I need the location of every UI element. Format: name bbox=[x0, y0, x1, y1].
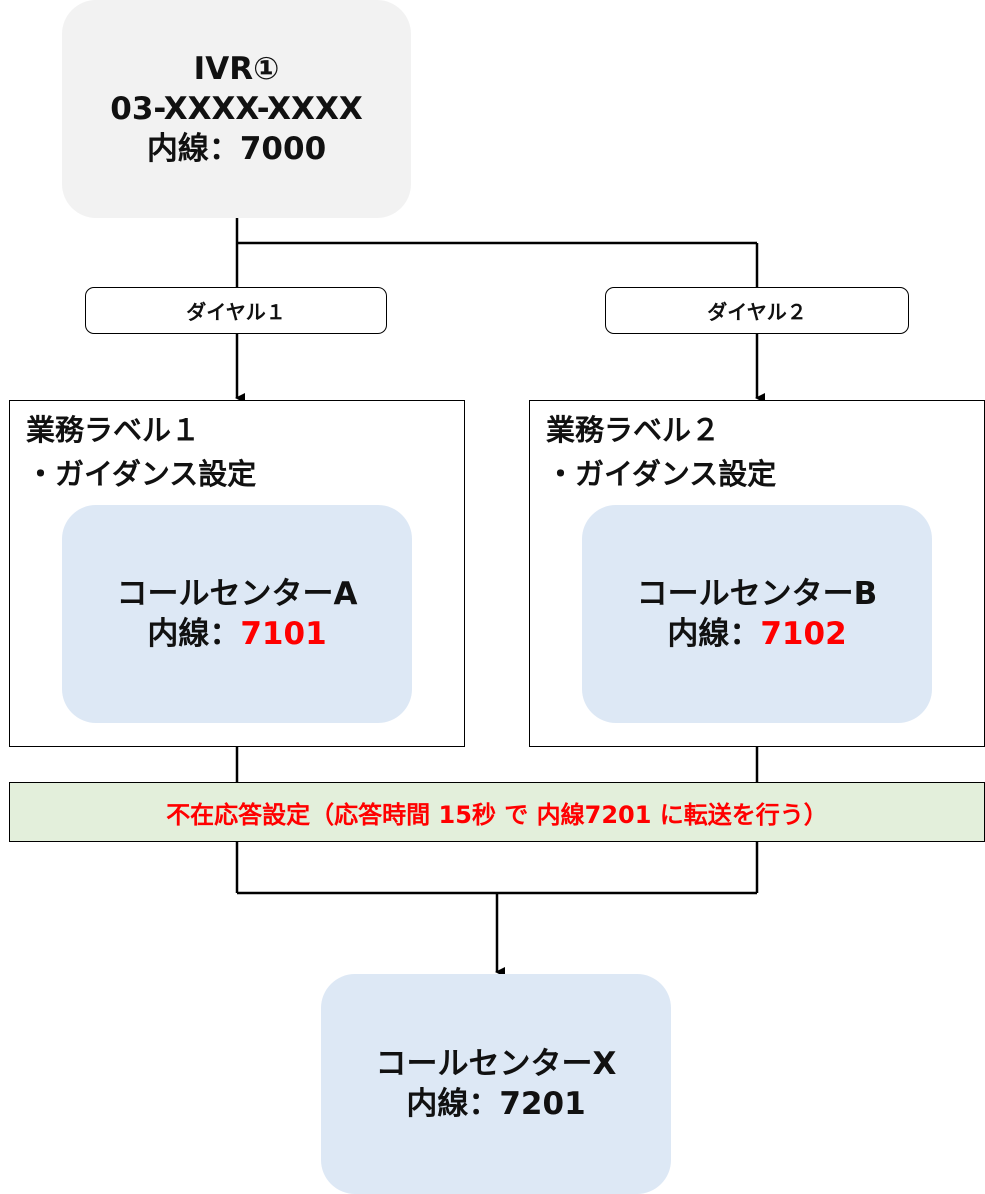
business-label-1-guidance: ・ガイダンス設定 bbox=[26, 457, 257, 491]
business-label-2-title: 業務ラベル２ bbox=[546, 413, 721, 447]
call-center-b-ext-value: 7102 bbox=[760, 616, 847, 652]
dial-1-label: ダイヤル１ bbox=[85, 287, 387, 334]
ivr-phone: 03-XXXX-XXXX bbox=[110, 91, 363, 127]
ivr-ext-value: 7000 bbox=[239, 131, 327, 167]
absence-response-setting: 不在応答設定（応答時間 15秒 で 内線7201 に転送を行う） bbox=[9, 782, 985, 842]
call-center-a-extension: 内線：7101 bbox=[147, 614, 326, 654]
business-label-1-title: 業務ラベル１ bbox=[26, 413, 201, 447]
call-center-b-extension: 内線：7102 bbox=[667, 614, 846, 654]
call-center-x-name: コールセンターX bbox=[375, 1046, 617, 1082]
call-center-a-node: コールセンターA 内線：7101 bbox=[62, 505, 412, 723]
call-center-a-ext-label: 内線： bbox=[147, 616, 241, 652]
ivr-node: IVR① 03-XXXX-XXXX 内線：7000 bbox=[62, 0, 411, 218]
call-center-a-name: コールセンターA bbox=[116, 576, 358, 612]
ivr-extension: 内線：7000 bbox=[147, 129, 326, 169]
call-center-x-extension: 内線：7201 bbox=[406, 1084, 585, 1124]
business-label-2-box: 業務ラベル２ ・ガイダンス設定 コールセンターB 内線：7102 bbox=[529, 400, 985, 747]
call-center-x-ext-value: 7201 bbox=[499, 1086, 586, 1122]
business-label-1-box: 業務ラベル１ ・ガイダンス設定 コールセンターA 内線：7101 bbox=[9, 400, 465, 747]
call-center-b-node: コールセンターB 内線：7102 bbox=[582, 505, 932, 723]
call-center-b-ext-label: 内線： bbox=[667, 616, 761, 652]
ivr-name: IVR① bbox=[193, 51, 280, 87]
call-center-x-node: コールセンターX 内線：7201 bbox=[321, 974, 671, 1194]
call-center-b-name: コールセンターB bbox=[636, 576, 878, 612]
ivr-ext-label: 内線： bbox=[146, 131, 240, 167]
dial-2-label: ダイヤル２ bbox=[605, 287, 909, 334]
call-center-x-ext-label: 内線： bbox=[406, 1086, 500, 1122]
call-center-a-ext-value: 7101 bbox=[240, 616, 327, 652]
business-label-2-guidance: ・ガイダンス設定 bbox=[546, 457, 777, 491]
